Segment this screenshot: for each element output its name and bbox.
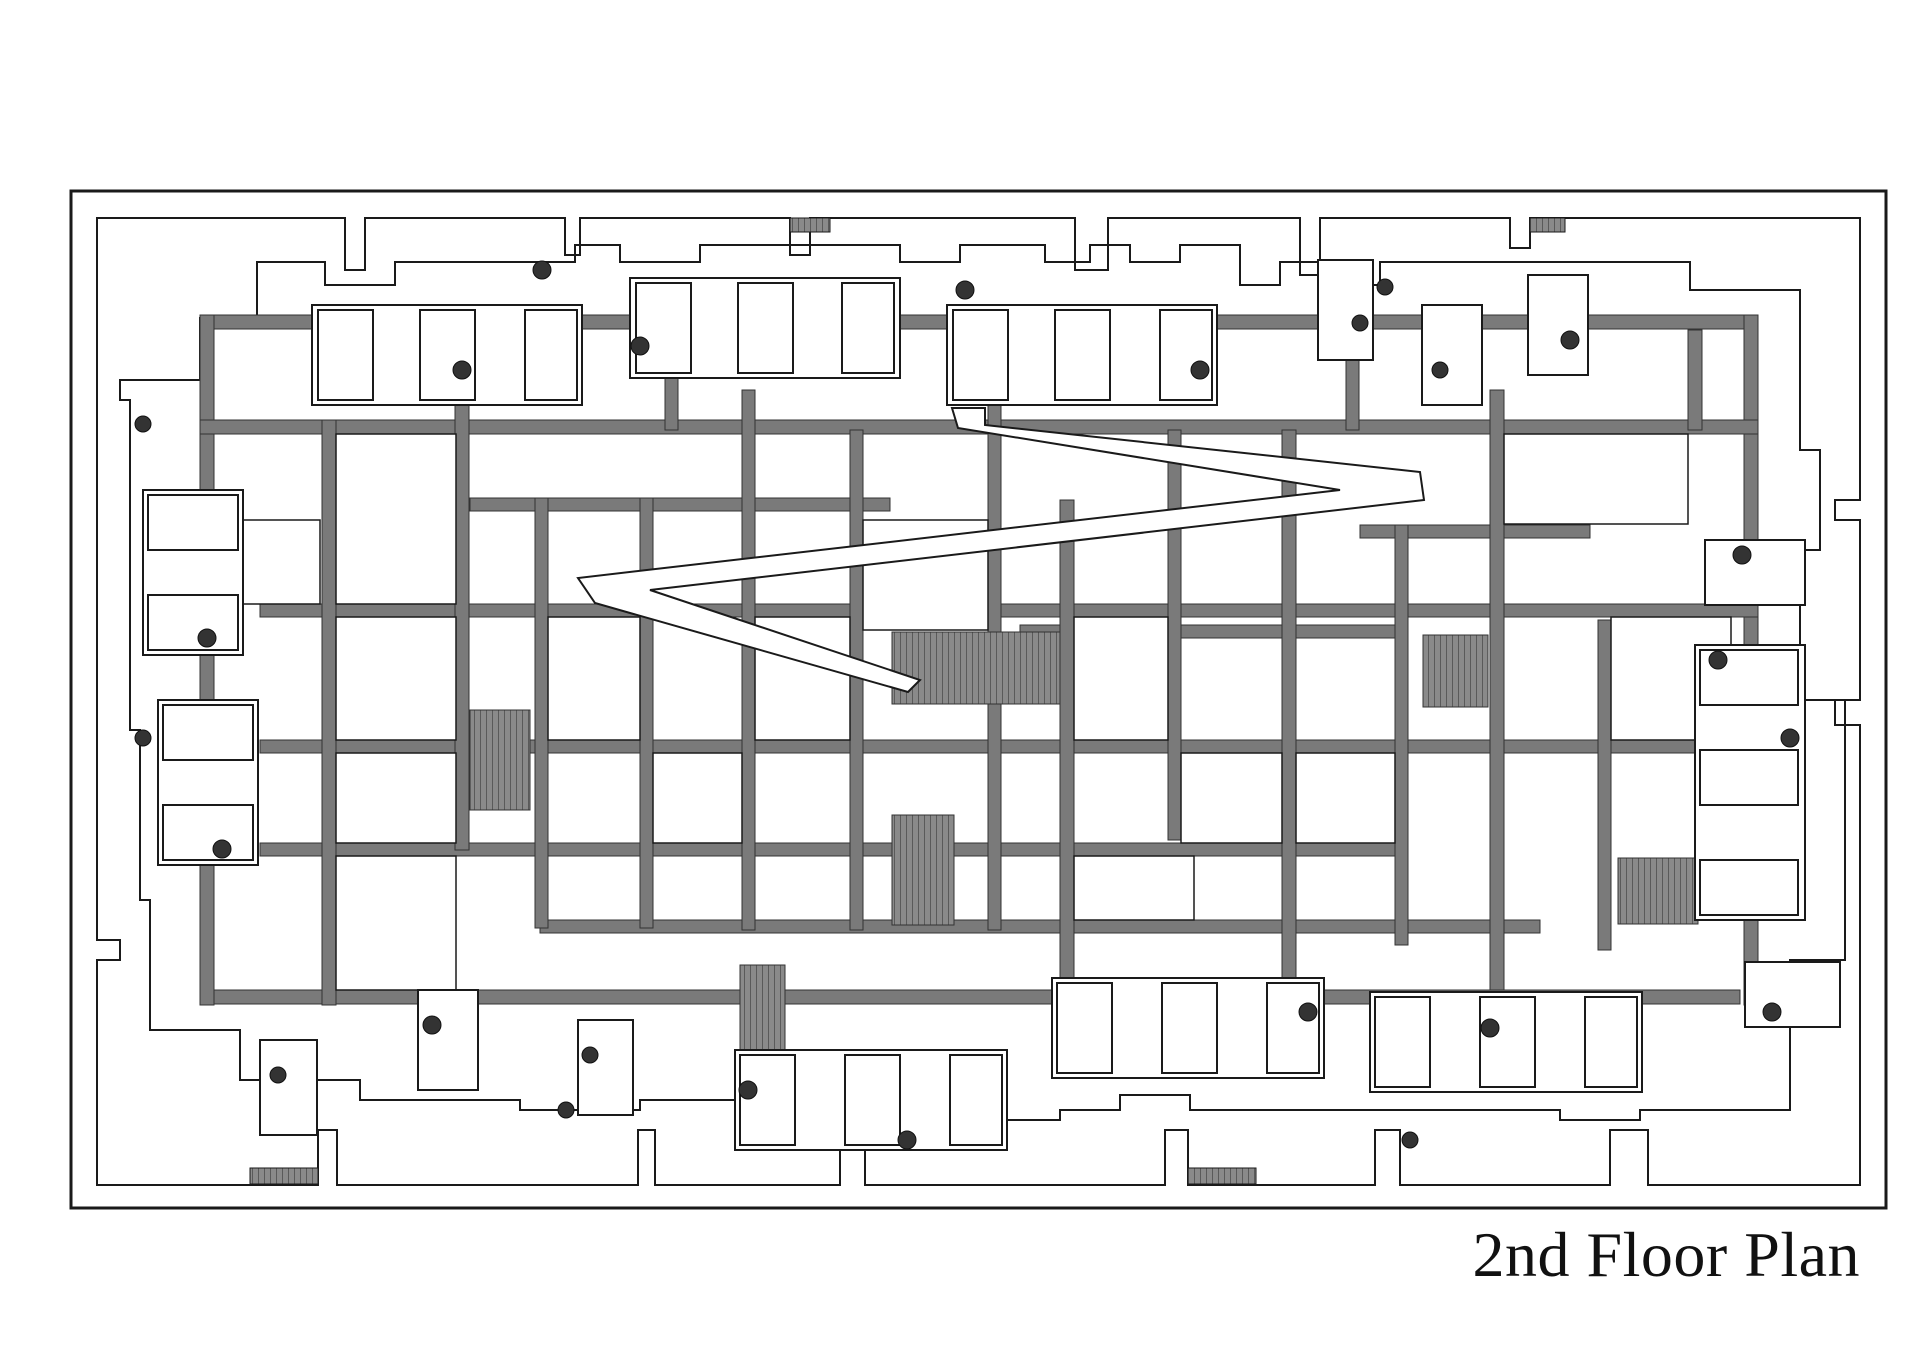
unit-cluster-right-1 — [1704, 539, 1806, 606]
unit-cluster-right-2 — [1694, 644, 1806, 921]
unit-cluster-bottom-3 — [1051, 977, 1325, 1079]
unit-cluster-left-1 — [142, 489, 244, 656]
tree-symbols — [134, 260, 1800, 1150]
zigzag-ramp — [576, 407, 1426, 694]
unit-cluster-right-3 — [1744, 961, 1841, 1028]
unit-cluster-bottom-4 — [1369, 991, 1643, 1093]
interior-rooms — [229, 433, 1732, 991]
unit-cluster-bottom-2 — [734, 1049, 1008, 1151]
unit-cluster-top-1 — [311, 304, 583, 406]
unit-cluster-bottom-1 — [259, 989, 634, 1136]
unit-clusters — [142, 259, 1841, 1151]
stair-blocks — [469, 631, 1699, 1051]
unit-cluster-top-4 — [1317, 259, 1589, 406]
grille-details — [249, 217, 1566, 1185]
unit-cluster-top-2 — [629, 277, 901, 379]
unit-cluster-left-2 — [157, 699, 259, 866]
unit-cluster-top-3 — [946, 304, 1218, 406]
drawing-caption: 2nd Floor Plan — [1472, 1219, 1860, 1290]
